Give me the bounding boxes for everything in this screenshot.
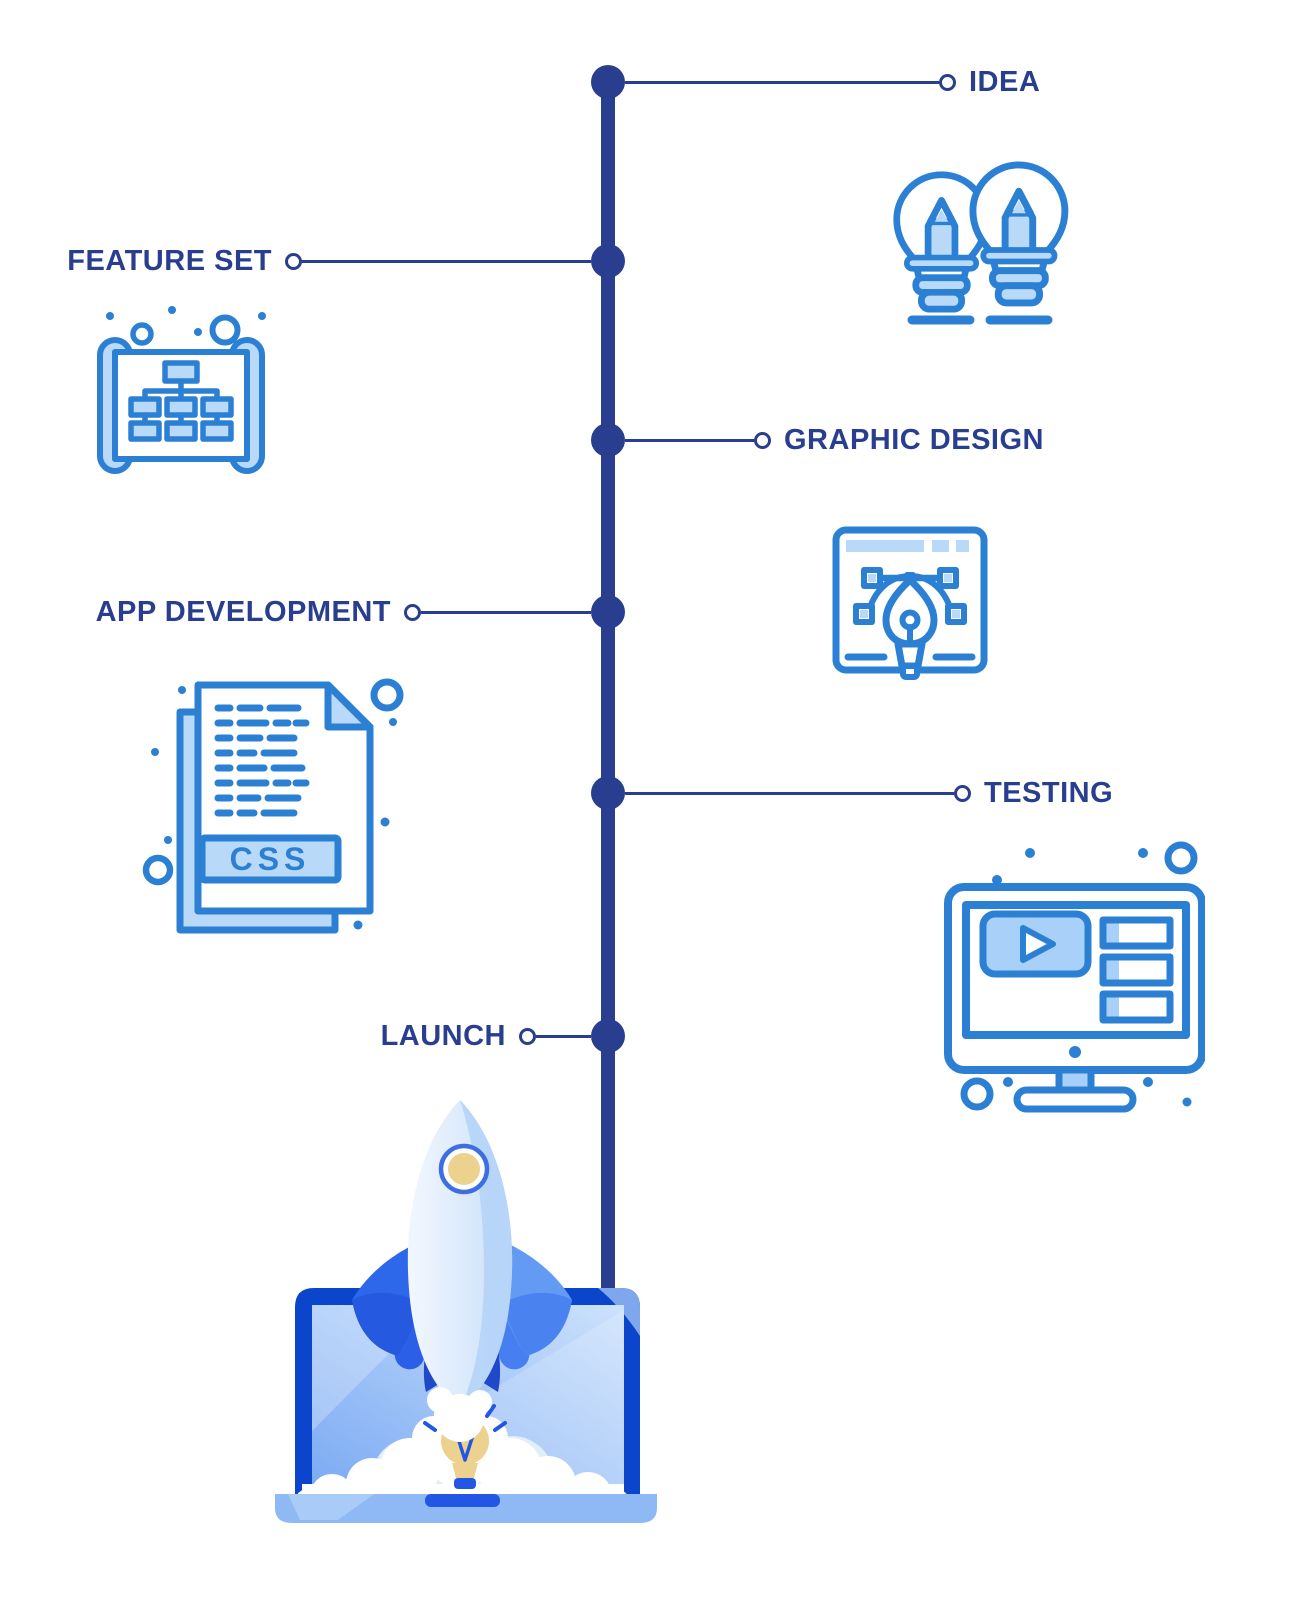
connector-ring-icon — [939, 73, 956, 91]
milestone-label-feature-set: FEATURE SET — [67, 245, 272, 277]
timeline-node — [591, 595, 625, 629]
milestone-app-development: APP DEVELOPMENT — [96, 595, 625, 629]
app-development-css-file-icon: CSS — [142, 678, 404, 934]
connector-ring-icon — [404, 603, 421, 621]
connector-line — [625, 438, 754, 442]
connector-ring-icon — [285, 252, 302, 270]
milestone-label-idea: IDEA — [969, 66, 1041, 98]
milestone-graphic-design: GRAPHIC DESIGN — [591, 423, 1044, 457]
css-file-label: CSS — [230, 841, 311, 877]
connector-line — [625, 80, 939, 84]
milestone-feature-set: FEATURE SET — [67, 244, 625, 278]
timeline-node — [591, 423, 625, 457]
idea-lightbulbs-icon — [890, 150, 1075, 325]
launch-rocket-laptop-illustration — [275, 1100, 657, 1523]
connector-line — [302, 259, 591, 263]
testing-monitor-icon — [944, 841, 1205, 1113]
milestone-idea: IDEA — [591, 65, 1040, 99]
graphic-design-pen-tool-icon — [832, 526, 988, 680]
timeline-node — [591, 1019, 625, 1053]
feature-set-sitemap-blueprint-icon — [97, 306, 266, 474]
milestone-launch: LAUNCH — [381, 1019, 625, 1053]
milestone-label-app-development: APP DEVELOPMENT — [95, 596, 391, 628]
timeline-node — [591, 65, 625, 99]
timeline-node — [591, 244, 625, 278]
timeline-node — [591, 776, 625, 810]
milestone-label-launch: LAUNCH — [380, 1020, 506, 1052]
milestone-label-graphic-design: GRAPHIC DESIGN — [784, 424, 1044, 456]
connector-ring-icon — [954, 784, 971, 802]
milestone-label-testing: TESTING — [984, 777, 1114, 809]
connector-line — [536, 1034, 591, 1038]
milestone-testing: TESTING — [591, 776, 1113, 810]
connector-line — [421, 610, 591, 614]
connector-ring-icon — [754, 431, 771, 449]
connector-line — [625, 791, 954, 795]
connector-ring-icon — [519, 1027, 536, 1045]
timeline-line — [601, 82, 615, 1288]
